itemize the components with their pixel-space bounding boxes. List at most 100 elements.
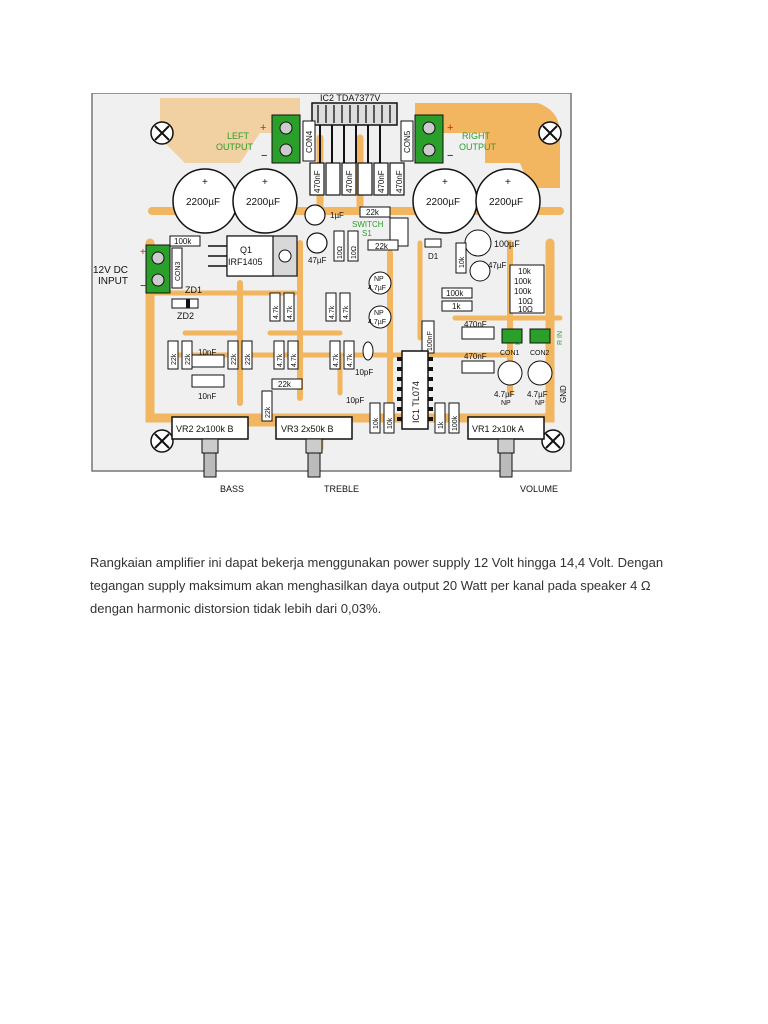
copper-pour-left <box>160 98 300 163</box>
left-output-label-line2: OUTPUT <box>216 142 254 152</box>
resnet-item: 100k <box>514 277 532 286</box>
cap-470nf-label: 470nF <box>464 320 487 329</box>
ic2-label: IC2 TDA7377V <box>320 93 380 103</box>
cap-470nf-label: 470nF <box>464 352 487 361</box>
cap-4u7-label: 4.7µF <box>494 390 515 399</box>
r-in-label: R IN <box>557 331 564 345</box>
input-label-line1: 12V DC <box>93 265 128 276</box>
cap-470nf <box>461 326 495 340</box>
resnet-item: 100k <box>514 287 532 296</box>
cap-470nf <box>461 360 495 374</box>
cap-470nf-label: 470nF <box>395 170 404 193</box>
volume-label: VOLUME <box>520 484 558 494</box>
resistor-10r-label: 10Ω <box>351 246 358 259</box>
resistor-100k <box>441 287 473 299</box>
resistor-100k-label: 100k <box>452 415 459 431</box>
cap-10pf-label: 10pF <box>355 368 373 377</box>
resistor-10k-label: 10k <box>459 256 466 268</box>
input-minus: − <box>140 281 146 292</box>
resistor-10r <box>347 230 359 262</box>
cap-470nf-label: 470nF <box>345 170 354 193</box>
mounting-screw-icon <box>541 429 565 453</box>
resistor-22k <box>367 239 399 251</box>
resistor-100k <box>169 235 201 247</box>
cap-470nf-row <box>309 162 405 196</box>
resistor-22k-label: 22k <box>366 208 380 217</box>
cap-10nf <box>191 374 225 388</box>
cap-47uf-label: 47µF <box>488 261 507 270</box>
gnd-label: GND <box>559 385 568 403</box>
copper-pour-right <box>415 103 560 188</box>
polarity-plus: + <box>262 177 268 188</box>
resistor-10k-label: 10k <box>387 417 394 429</box>
zd2-label: ZD2 <box>177 311 194 321</box>
resistor-4k7-label: 4.7k <box>273 305 280 319</box>
resistor-10k <box>455 242 467 274</box>
polarity-plus: + <box>442 177 448 188</box>
d1-label: D1 <box>428 252 439 261</box>
resnet-item: 10k <box>518 267 532 276</box>
resistor-22k <box>359 206 391 218</box>
resistor-22k-label: 22k <box>185 353 192 365</box>
cap-1uf <box>304 204 326 226</box>
resistor-network <box>509 264 545 314</box>
resistor-4k7-label: 4.7k <box>287 305 294 319</box>
cap-47uf-label: 47µF <box>308 256 327 265</box>
q1-label-line1: Q1 <box>240 245 252 255</box>
con5-label: CON5 <box>403 130 412 153</box>
input-plus: + <box>140 247 146 258</box>
cap-4u7-label: 4.7µF <box>368 319 386 326</box>
cap-4u7-np <box>527 360 553 386</box>
con4-label: CON4 <box>305 130 314 153</box>
right-output-label-line2: OUTPUT <box>459 142 497 152</box>
ic2-tda7377v <box>311 102 398 163</box>
potentiometer-vr1 <box>467 416 545 478</box>
cap-470nf-label: 470nF <box>377 170 386 193</box>
mounting-screw-icon <box>150 121 174 145</box>
cap-100nf-label: 100nF <box>427 331 434 351</box>
resistor-22k-group <box>167 340 273 422</box>
cap-4u7-np <box>497 360 523 386</box>
resistor-10k <box>369 402 381 434</box>
con1-label: CON1 <box>500 350 520 357</box>
polarity-plus: + <box>202 177 208 188</box>
cap-np-label: NP <box>501 400 511 407</box>
switch-label-line2: S1 <box>362 229 372 238</box>
vr2-label: VR2 2x100k B <box>176 424 234 434</box>
cap-2200uf <box>475 168 541 234</box>
cap-100uf-label: 100µF <box>494 239 520 249</box>
resistor-4k7-label: 4.7k <box>333 353 340 367</box>
resistor-22k-label: 22k <box>171 353 178 365</box>
cap-4u7-label: 4.7µF <box>527 390 548 399</box>
zener-diode-zd2 <box>171 298 199 309</box>
cap-10pf <box>362 341 374 361</box>
cap-np-label: NP <box>374 310 384 317</box>
resistor-10k-label: 10k <box>373 417 380 429</box>
resistor-100k-label: 100k <box>446 289 464 298</box>
resistor-22k-label: 22k <box>245 353 252 365</box>
resistor-1k <box>434 402 446 434</box>
cap-47uf <box>306 232 328 254</box>
cap-np <box>368 271 392 295</box>
right-output-label-line1: RIGHT <box>462 131 491 141</box>
resistor-100k-label: 100k <box>174 237 192 246</box>
right-output-plus: + <box>447 122 453 134</box>
cap-470nf-label: 470nF <box>313 170 322 193</box>
input-label-line2: INPUT <box>98 276 128 287</box>
cap-10nf-label: 10nF <box>198 348 216 357</box>
con3-label: CON3 <box>175 261 182 281</box>
cap-1uf-label: 1µF <box>330 211 344 220</box>
resistor-10r <box>333 230 345 262</box>
cap-2200uf-label: 2200µF <box>186 197 220 208</box>
cap-2200uf-label: 2200µF <box>246 197 280 208</box>
cap-4u7-label: 4.7µF <box>368 285 386 292</box>
resistor-4k7-group <box>269 292 355 370</box>
resistor-10r-label: 10Ω <box>337 246 344 259</box>
resistor-4k7-label: 4.7k <box>329 305 336 319</box>
resistor-10k <box>383 402 395 434</box>
resistor-4k7-label: 4.7k <box>277 353 284 367</box>
l-in-label: L IN <box>515 332 522 345</box>
con2-connector <box>529 328 551 344</box>
switch-s1 <box>389 217 409 247</box>
resistor-1k-label: 1k <box>438 421 445 429</box>
